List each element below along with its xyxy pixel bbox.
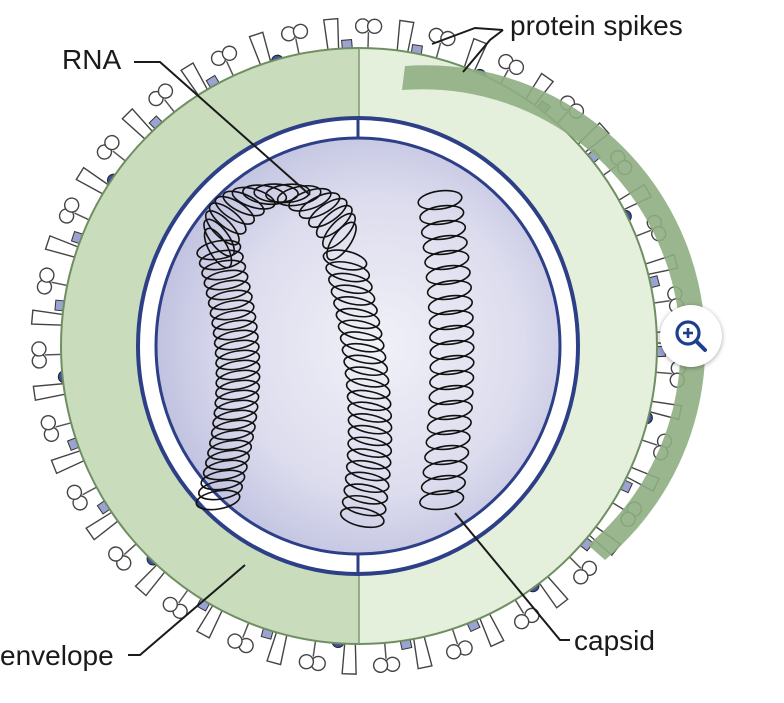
envelope-label: envelope (0, 640, 114, 671)
protein-spike (66, 483, 103, 511)
capsid-label: capsid (574, 625, 655, 656)
rna-leader-line (134, 61, 311, 196)
capsid-leader-line (454, 512, 570, 641)
rna-strand-1 (195, 183, 393, 529)
protein-spike (58, 197, 95, 224)
protein-spike (31, 341, 68, 369)
protein-spike (511, 594, 540, 630)
protein-spike (298, 634, 326, 672)
zoom-in-icon (675, 320, 707, 352)
matrix-protein-band (402, 65, 706, 560)
spikes-leader-line-2 (462, 29, 504, 73)
protein-spike (354, 18, 383, 55)
rna-label: RNA (62, 44, 122, 75)
rna-strand-2 (417, 189, 475, 511)
envelope-leader-line (128, 564, 246, 656)
protein-spike (96, 134, 131, 166)
protein-spike (280, 23, 309, 61)
protein-spike (210, 45, 238, 82)
rna-strands (195, 183, 475, 529)
protein-spike (564, 552, 598, 585)
protein-spike (148, 83, 179, 118)
spikes-leader-line-1 (431, 26, 504, 45)
leader-lines (128, 26, 570, 656)
zoom-button[interactable] (660, 305, 722, 367)
capsid-shell (136, 116, 580, 576)
protein-spike (227, 617, 254, 654)
protein-spikes-label: protein spikes (510, 10, 683, 41)
